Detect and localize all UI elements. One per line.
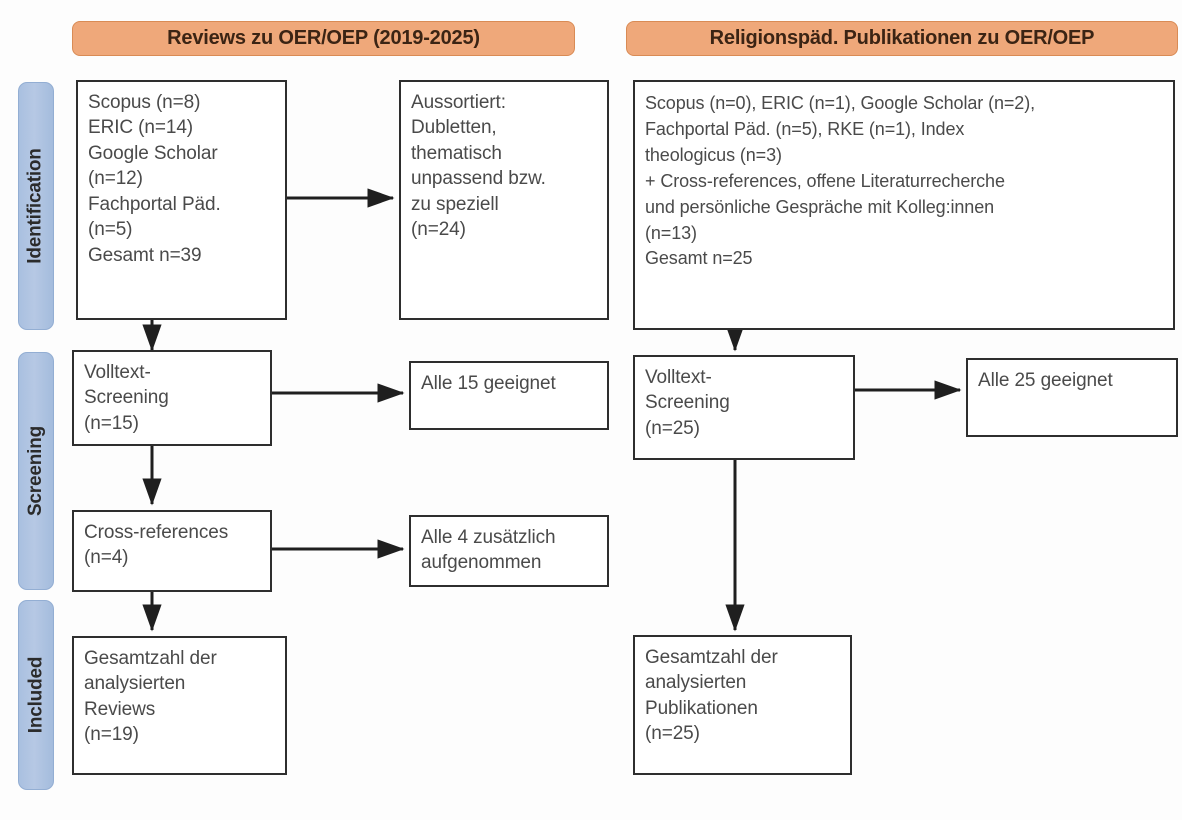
box-left-excluded: Aussortiert: Dubletten, thematisch unpas… — [399, 80, 609, 320]
phase-label-screening: Screening — [18, 352, 54, 590]
phase-label-screening-text: Screening — [25, 425, 47, 517]
box-right-fulltext-result: Alle 25 geeignet — [966, 358, 1178, 437]
box-right-identification-sources: Scopus (n=0), ERIC (n=1), Google Scholar… — [633, 80, 1175, 330]
box-right-included-total: Gesamtzahl der analysierten Publikatione… — [633, 635, 852, 775]
phase-label-identification: Identification — [18, 82, 54, 330]
column-header-right: Religionspäd. Publikationen zu OER/OEP — [626, 21, 1178, 56]
box-right-fulltext-screening: Volltext- Screening (n=25) — [633, 355, 855, 460]
phase-label-included-text: Included — [25, 656, 47, 734]
column-header-left: Reviews zu OER/OEP (2019-2025) — [72, 21, 575, 56]
phase-label-identification-text: Identification — [25, 148, 47, 264]
box-left-identification-sources: Scopus (n=8) ERIC (n=14) Google Scholar … — [76, 80, 287, 320]
box-left-fulltext-result: Alle 15 geeignet — [409, 361, 609, 430]
phase-label-included: Included — [18, 600, 54, 790]
box-left-cross-references: Cross-references (n=4) — [72, 510, 272, 592]
box-left-fulltext-screening: Volltext- Screening (n=15) — [72, 350, 272, 446]
box-left-cross-references-result: Alle 4 zusätzlich aufgenommen — [409, 515, 609, 587]
box-left-included-total: Gesamtzahl der analysierten Reviews (n=1… — [72, 636, 287, 775]
